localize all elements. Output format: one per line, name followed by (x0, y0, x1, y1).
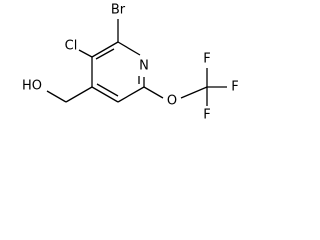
atom-label-bromine: Br (111, 3, 126, 18)
bond-c5-c6 (117, 86, 145, 103)
bond-c2-c3 (91, 41, 119, 58)
bond-n-c2 (117, 41, 141, 56)
substituent-bonds (46, 19, 227, 106)
bond-c4-c5 (91, 86, 119, 103)
atom-label-chlorine: Cl (65, 39, 78, 54)
bond-ch2-oh (46, 90, 67, 103)
bond-c2-c3-inner (95, 48, 115, 60)
bond-c6-o (143, 86, 164, 99)
atom-label-fluorine-top: F (203, 52, 210, 67)
bond-c4-c5-inner (96, 83, 119, 97)
atom-label-fluorine-bottom: F (203, 108, 210, 123)
bond-o-cf3 (180, 86, 208, 99)
atom-label-ether-oxygen: O (167, 94, 177, 109)
atom-label-hydroxyl: HO (22, 79, 42, 94)
atom-label-fluorine-right: F (231, 80, 238, 95)
bond-c3-cl (78, 49, 93, 58)
atom-label-nitrogen: N (139, 59, 149, 74)
bond-c4-ch2 (65, 86, 93, 103)
chemical-structure-drawing: Br Cl N O F F F HO (22, 3, 239, 123)
ring-bonds (91, 41, 145, 103)
